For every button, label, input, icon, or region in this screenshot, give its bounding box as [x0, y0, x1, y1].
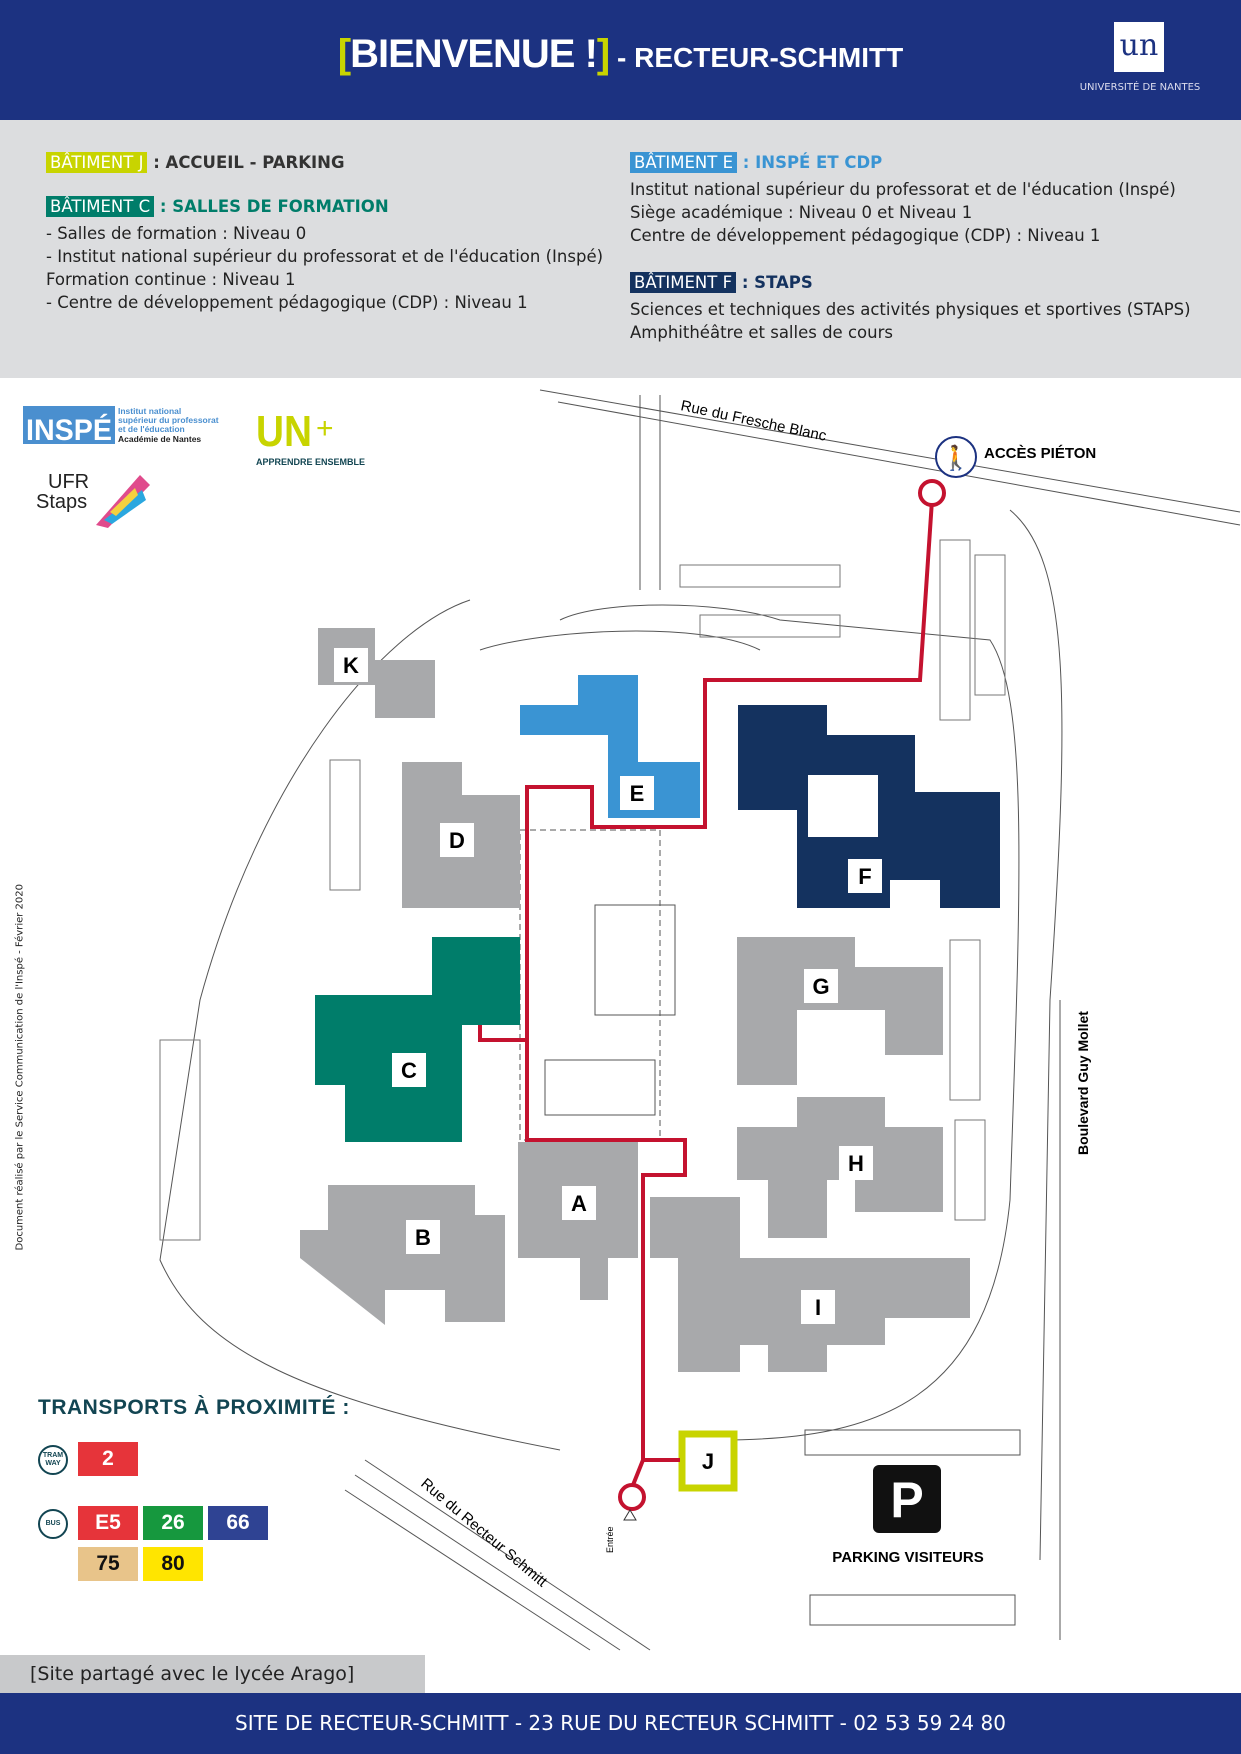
svg-text:INSPÉ: INSPÉ — [26, 413, 112, 447]
label-a: A — [562, 1186, 596, 1220]
info-building-f: BÂTIMENT F : STAPS Sciences et technique… — [630, 272, 1191, 342]
bus-line-80: 80 — [143, 1547, 203, 1581]
ufr-staps-logo: UFR Staps — [36, 471, 150, 528]
inspe-logo: INSPÉ Institut national supérieur du pro… — [23, 406, 219, 447]
svg-text:H: H — [848, 1151, 864, 1176]
svg-text:UN: UN — [256, 407, 312, 456]
svg-text:A: A — [571, 1191, 587, 1216]
svg-text:F: F — [858, 864, 871, 889]
bus-line-75: 75 — [78, 1547, 138, 1581]
svg-text:I: I — [815, 1295, 821, 1320]
page-title: [BIENVENUE !] - RECTEUR-SCHMITT — [337, 32, 904, 76]
building-c — [315, 937, 520, 1142]
bus-line-26: 26 — [143, 1506, 203, 1540]
bus-line-66: 66 — [208, 1506, 268, 1540]
street-east: Boulevard Guy Mollet — [1075, 1011, 1091, 1155]
pedestrian-access-label: ACCÈS PIÉTON — [984, 445, 1096, 462]
svg-text:UFR: UFR — [48, 471, 89, 493]
building-info-panel: BÂTIMENT J : ACCUEIL - PARKING BÂTIMENT … — [0, 120, 1241, 378]
label-f: F — [848, 859, 882, 893]
un-plus-logo: UN + APPRENDRE ENSEMBLE — [256, 407, 365, 467]
parking-icon: P — [873, 1465, 941, 1533]
university-logo: un — [1114, 22, 1164, 72]
svg-text:B: B — [415, 1225, 431, 1250]
label-h: H — [839, 1146, 873, 1180]
svg-text:K: K — [343, 653, 359, 678]
parking-label: PARKING VISITEURS — [832, 1549, 983, 1566]
building-j — [678, 1430, 738, 1492]
info-building-j: BÂTIMENT J : ACCUEIL - PARKING — [46, 152, 345, 173]
svg-text:G: G — [812, 974, 829, 999]
label-b: B — [406, 1220, 440, 1254]
label-c: C — [392, 1053, 426, 1087]
svg-text:Entrée: Entrée — [605, 1526, 615, 1553]
label-i: I — [801, 1290, 835, 1324]
parking-spaces — [159, 539, 1006, 1241]
tram-icon: TRAM WAY — [38, 1445, 68, 1475]
label-g: G — [804, 969, 838, 1003]
svg-text:et de l'éducation: et de l'éducation — [118, 424, 185, 434]
street-south: Rue du Recteur Schmitt — [417, 1475, 551, 1591]
bus-icon: BUS — [38, 1509, 68, 1539]
building-g — [737, 937, 943, 1085]
building-f — [738, 705, 1000, 908]
pedestrian-access-icon: 🚶 — [935, 436, 977, 478]
transports-panel: TRANSPORTS À PROXIMITÉ : TRAM WAY 2 BUS … — [38, 1396, 350, 1581]
campus-map: INSPÉ Institut national supérieur du pro… — [0, 378, 1241, 1655]
credit-text: Document réalisé par le Service Communic… — [14, 884, 26, 1251]
footer-address: SITE DE RECTEUR-SCHMITT - 23 RUE DU RECT… — [0, 1693, 1241, 1754]
building-a — [518, 1142, 638, 1300]
bus-line-e5: E5 — [78, 1506, 138, 1540]
info-building-e: BÂTIMENT E : INSPÉ ET CDP Institut natio… — [630, 152, 1176, 245]
tram-line-2: 2 — [78, 1442, 138, 1476]
building-b — [300, 1185, 505, 1325]
building-e — [520, 675, 700, 818]
svg-text:🚶: 🚶 — [941, 444, 971, 472]
svg-text:E: E — [630, 781, 645, 806]
svg-text:Académie de Nantes: Académie de Nantes — [118, 434, 201, 444]
university-name: UNIVERSITÉ DE NANTES — [1079, 82, 1201, 93]
svg-text:supérieur du professorat: supérieur du professorat — [118, 415, 219, 425]
label-e: E — [620, 776, 654, 810]
svg-text:J: J — [702, 1449, 714, 1474]
label-d: D — [440, 823, 474, 857]
svg-text:Staps: Staps — [36, 491, 87, 513]
building-i — [650, 1197, 970, 1372]
svg-text:P: P — [890, 1472, 923, 1528]
svg-text:+: + — [316, 412, 334, 445]
svg-text:C: C — [401, 1058, 417, 1083]
svg-text:APPRENDRE ENSEMBLE: APPRENDRE ENSEMBLE — [256, 457, 365, 467]
shared-site-banner: [Site partagé avec le lycée Arago] — [0, 1655, 425, 1693]
pedestrian-route — [478, 479, 946, 1511]
label-j: J — [702, 1449, 714, 1474]
svg-text:Institut national: Institut national — [118, 406, 181, 416]
svg-text:D: D — [449, 828, 465, 853]
entrance-marker: Entrée — [605, 1509, 637, 1553]
header: [BIENVENUE !] - RECTEUR-SCHMITT un UNIVE… — [0, 0, 1241, 120]
info-building-c: BÂTIMENT C : SALLES DE FORMATION - Salle… — [46, 196, 604, 312]
label-k: K — [334, 648, 368, 682]
transports-title: TRANSPORTS À PROXIMITÉ : — [38, 1396, 350, 1419]
